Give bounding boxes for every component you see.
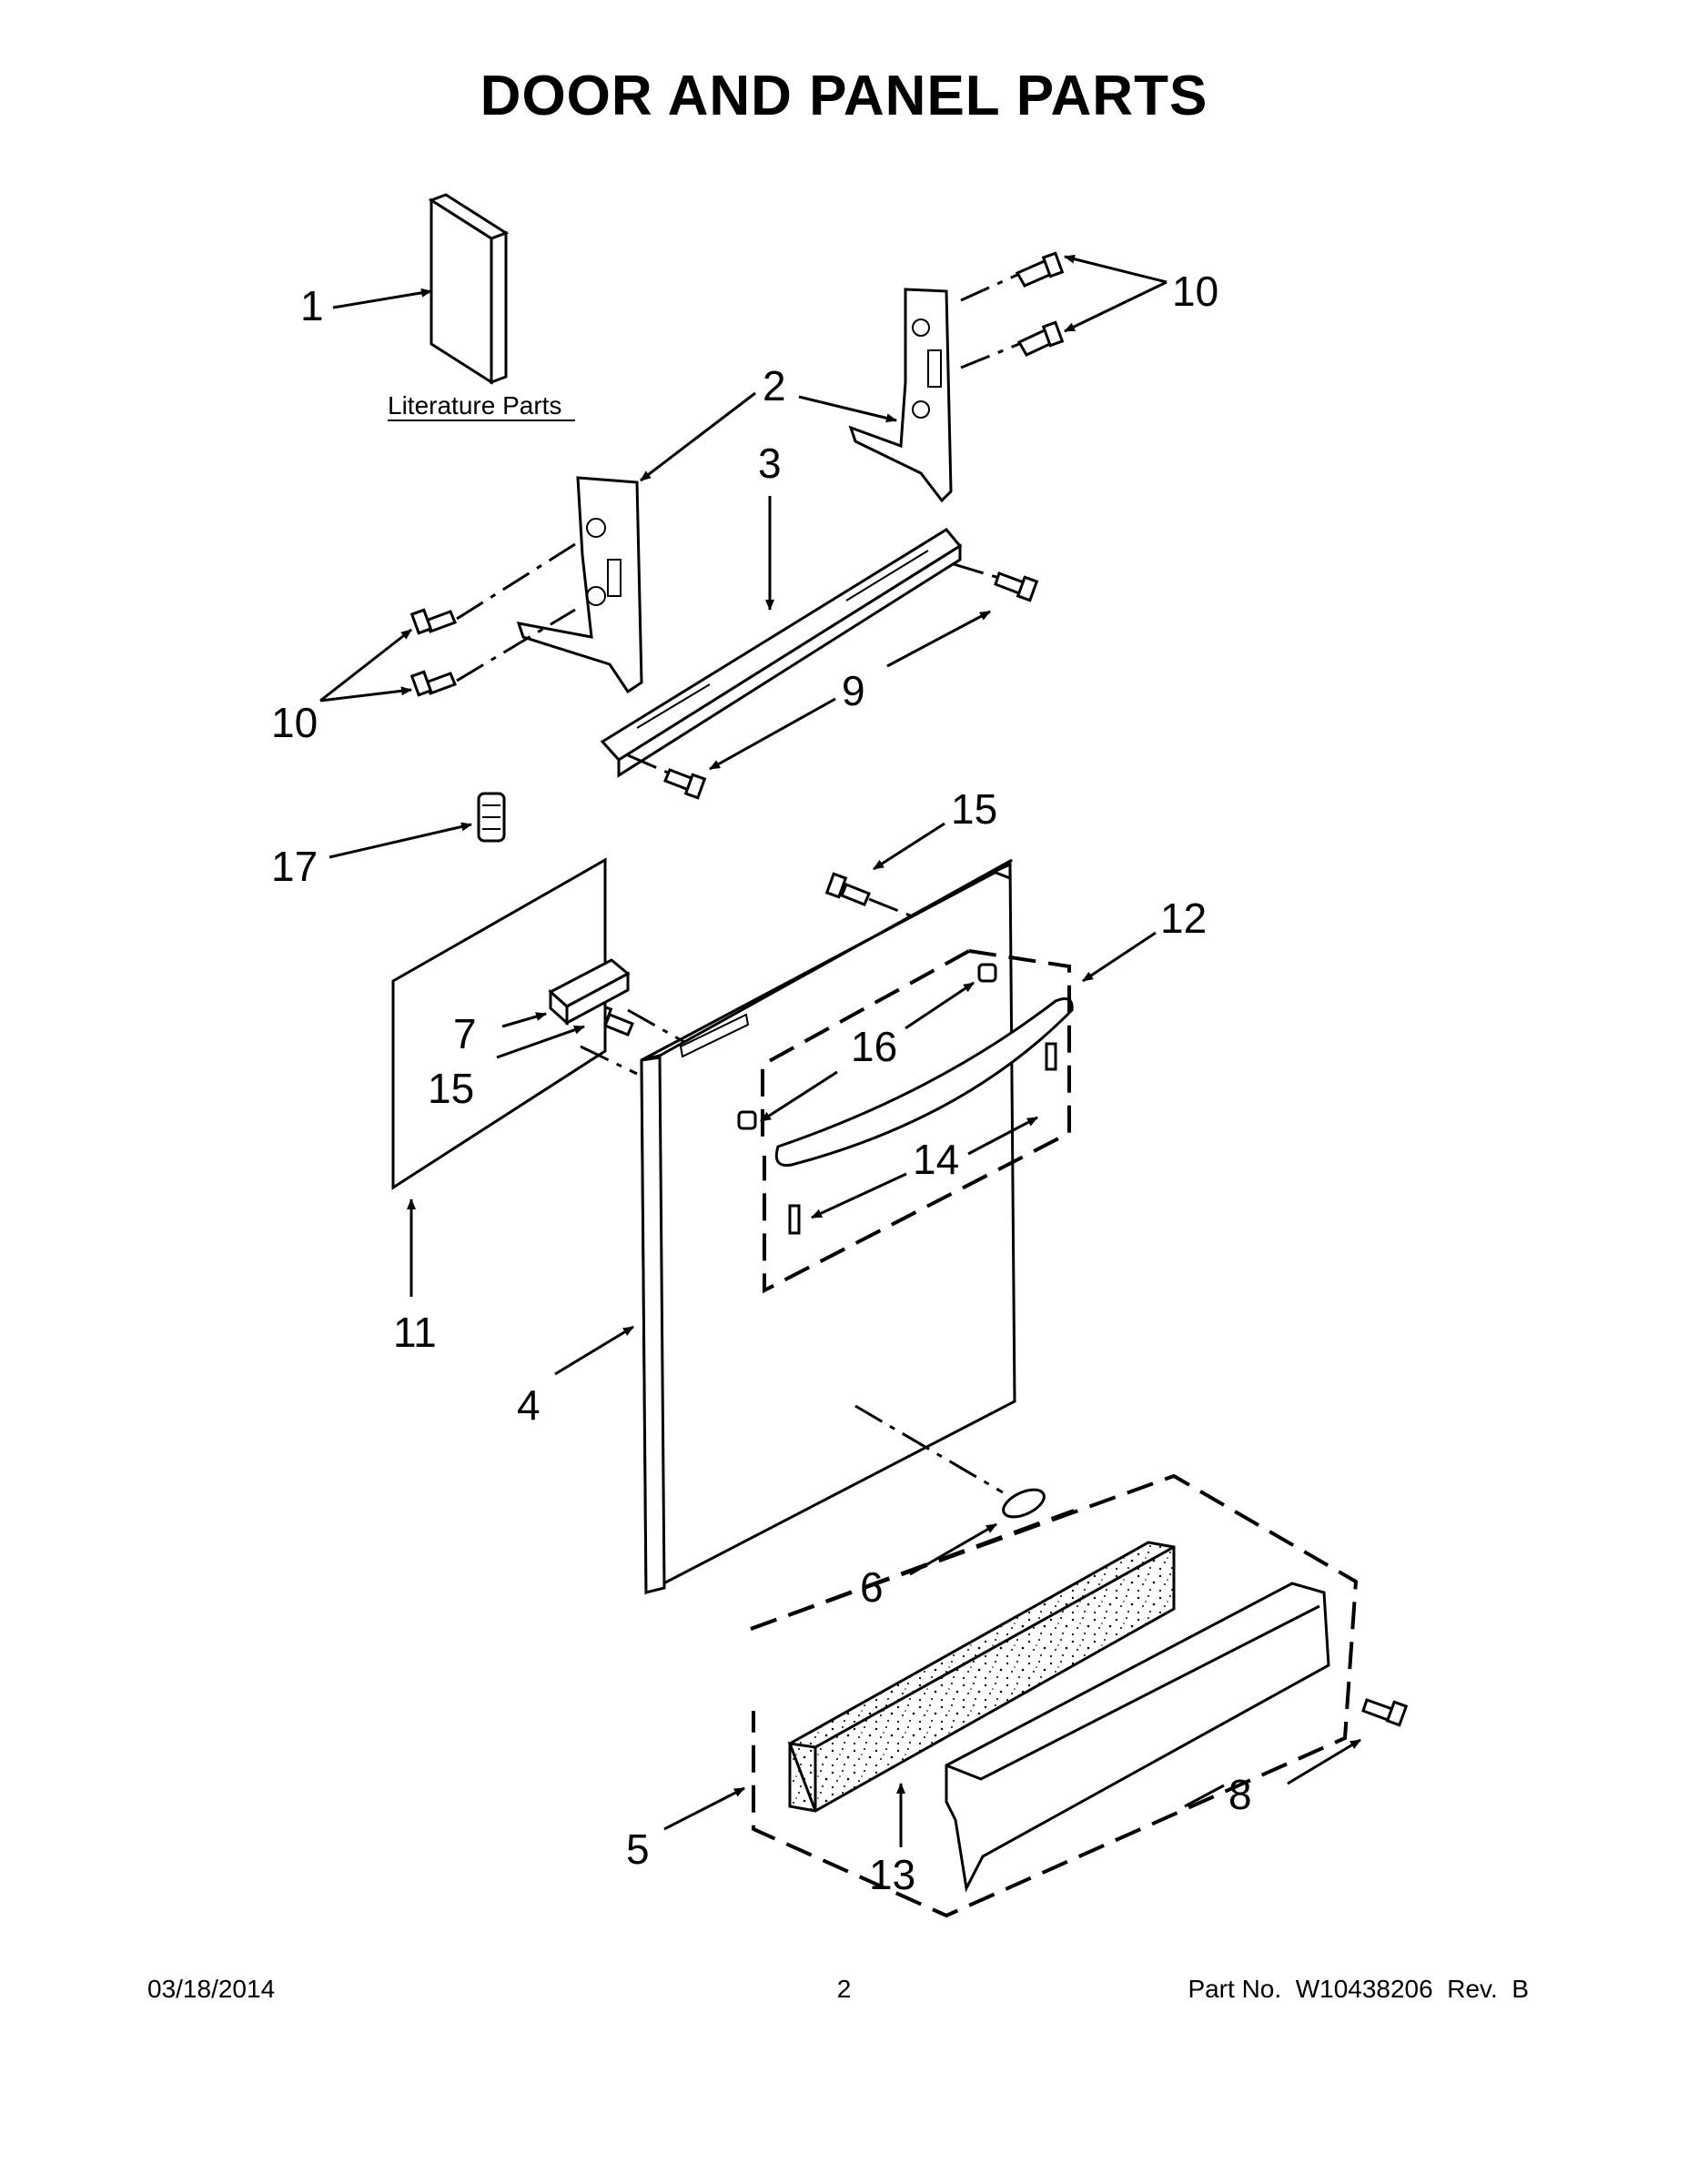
callout-10-left: 10 (271, 699, 318, 746)
screw-10-left-2 (409, 670, 457, 697)
literature-parts-label: Literature Parts (388, 391, 561, 420)
align-line-7 (868, 897, 920, 921)
callout-7: 7 (453, 1010, 477, 1057)
screw-8 (1361, 1698, 1409, 1727)
callout-4: 4 (517, 1381, 541, 1429)
mounting-rail (600, 528, 963, 778)
stud-14-right (1045, 1042, 1057, 1071)
arrow-2a (640, 391, 756, 482)
align-line-9 (580, 1045, 638, 1076)
arrow-10d (319, 686, 412, 703)
callout-13: 13 (869, 1851, 915, 1898)
screw-10-top-1 (1015, 251, 1065, 288)
arrow-16b (760, 1070, 838, 1123)
align-line-8 (627, 1008, 685, 1044)
stud-14-left (788, 1204, 801, 1235)
arrow-15a (873, 822, 945, 871)
toekick-panel-8 (945, 1582, 1330, 1893)
align-line-4 (960, 342, 1020, 369)
arrow-9a (886, 610, 991, 668)
arrow-10a (1064, 254, 1167, 284)
callout-14: 14 (913, 1136, 959, 1183)
literature-book (428, 193, 510, 385)
toekick-assembly-outline (750, 1473, 1359, 1918)
plug-17 (477, 792, 506, 843)
arrow-6 (909, 1522, 997, 1576)
screw-10-left-1 (409, 608, 457, 635)
footer-part-number: Part No. W10438206 Rev. B (1188, 1975, 1529, 2003)
plug-6 (1002, 1488, 1046, 1519)
arrow-4 (554, 1325, 634, 1376)
callout-12: 12 (1160, 895, 1207, 942)
insert-16-bottom (737, 1110, 757, 1130)
callout-16: 16 (851, 1023, 897, 1070)
arrow-14a (967, 1116, 1038, 1156)
door-panel (640, 858, 1016, 1595)
callout-3: 3 (758, 440, 782, 487)
arrow-14b (811, 1172, 907, 1219)
arrow-15b (496, 1025, 585, 1059)
arrow-17 (329, 822, 472, 859)
hinge-bracket-right (848, 288, 953, 503)
arrow-9b (709, 697, 836, 771)
vent-7 (548, 958, 631, 1026)
callout-9: 9 (842, 667, 865, 714)
callout-15-top: 15 (951, 785, 997, 833)
arrow-10b (1064, 280, 1167, 333)
page-title: DOOR AND PANEL PARTS (480, 65, 1208, 127)
callout-10-top: 10 (1172, 268, 1218, 315)
screw-9-left (663, 768, 707, 800)
arrow-1 (332, 288, 432, 309)
footer-page-number: 2 (836, 1975, 852, 2003)
callout-2: 2 (763, 362, 786, 410)
arrow-7 (501, 1012, 547, 1028)
screw-9-right (994, 571, 1039, 602)
align-line-3 (960, 273, 1018, 302)
arrow-8b (1184, 1784, 1225, 1808)
callout-1: 1 (300, 282, 324, 329)
callout-11: 11 (393, 1309, 437, 1356)
callout-15-left: 15 (428, 1065, 474, 1112)
align-line-6 (627, 753, 671, 775)
toekick-assembly-outline-inner (750, 1509, 1075, 1631)
callout-8: 8 (1228, 1771, 1252, 1818)
arrow-12 (1082, 931, 1157, 983)
arrow-8 (1287, 1738, 1361, 1785)
screw-10-top-2 (1016, 320, 1065, 357)
align-line-1 (456, 542, 576, 621)
arrow-10c (319, 628, 412, 703)
align-line-2 (456, 608, 576, 682)
align-line-10 (854, 1404, 1004, 1494)
arrow-5 (663, 1786, 745, 1831)
insulation-sheet (391, 857, 607, 1190)
hinge-bracket-left (516, 476, 643, 694)
align-line-5 (953, 562, 1000, 580)
callout-5: 5 (626, 1825, 650, 1873)
screw-15-top (824, 872, 871, 906)
arrow-16a (905, 981, 975, 1030)
footer-date: 03/18/2014 (147, 1975, 276, 2003)
insert-16-top (977, 963, 997, 983)
foam-insulation-13 (787, 1541, 1176, 1813)
arrow-2b (798, 395, 897, 423)
callout-17: 17 (271, 843, 318, 890)
callout-6: 6 (860, 1563, 884, 1611)
